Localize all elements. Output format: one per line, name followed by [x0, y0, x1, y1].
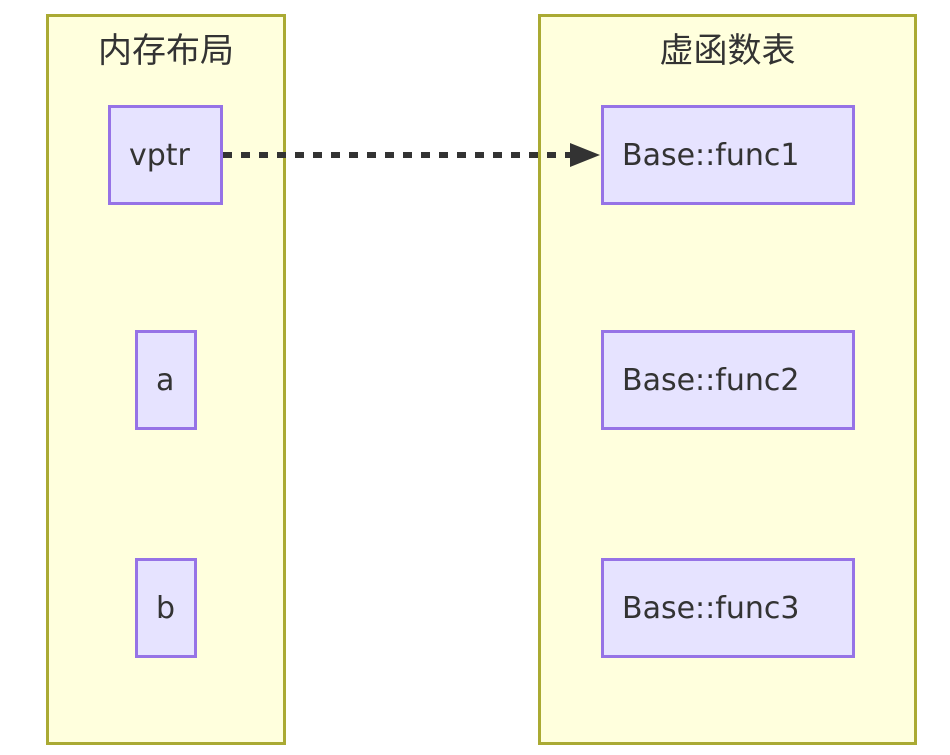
- node-base-func3-label: Base::func3: [622, 590, 800, 626]
- node-base-func1-label: Base::func1: [622, 137, 800, 173]
- node-vptr[interactable]: vptr: [108, 105, 223, 205]
- panel-memory-layout-title: 内存布局: [98, 31, 234, 71]
- node-base-func3[interactable]: Base::func3: [601, 558, 855, 658]
- node-member-a[interactable]: a: [135, 330, 197, 430]
- node-member-b-label: b: [156, 590, 176, 626]
- node-base-func2-label: Base::func2: [622, 362, 800, 398]
- node-vptr-label: vptr: [129, 137, 190, 173]
- node-member-a-label: a: [156, 362, 175, 398]
- node-base-func1[interactable]: Base::func1: [601, 105, 855, 205]
- panel-vtable-title: 虚函数表: [659, 31, 796, 71]
- node-base-func2[interactable]: Base::func2: [601, 330, 855, 430]
- node-member-b[interactable]: b: [135, 558, 197, 658]
